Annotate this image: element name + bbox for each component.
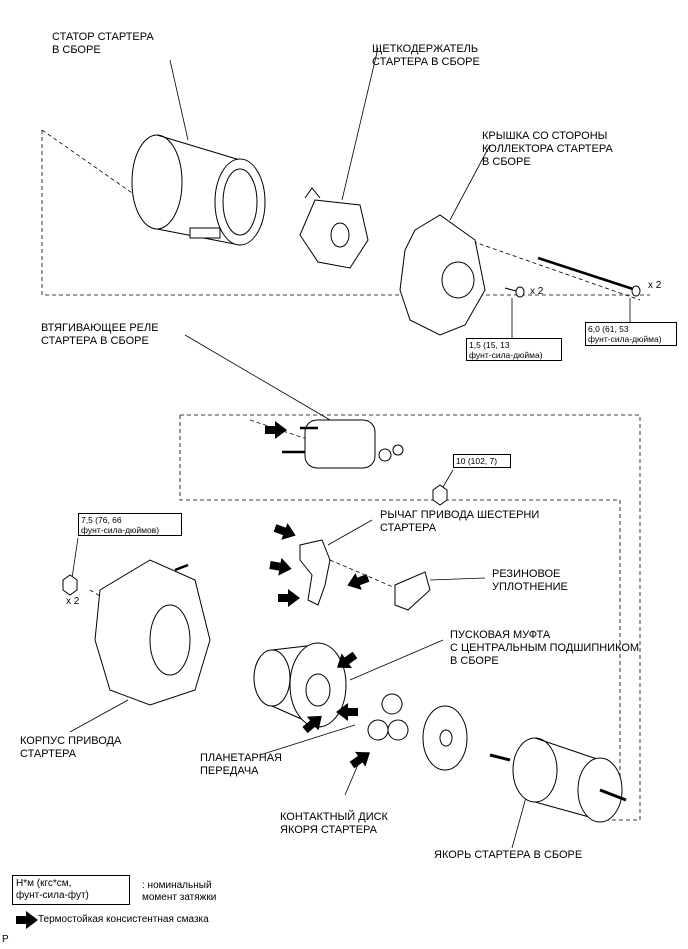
- rubber-seal-drawing: [394, 571, 431, 611]
- torque-spec-housing-nut: 7,5 (76, 66 фунт-сила-дюймов): [78, 513, 182, 536]
- solenoid-drawing: [282, 419, 404, 469]
- quantity-through-bolt: x 2: [648, 280, 662, 291]
- armature-label: ЯКОРЬ СТАРТЕРА В СБОРЕ: [434, 849, 583, 861]
- commutator-cover-label: КРЫШКА СО СТОРОНЫ КОЛЛЕКТОРА СТАРТЕРА В …: [482, 130, 613, 168]
- legend-unit-description: : номинальный момент затяжки: [142, 880, 217, 903]
- legend-unit-box: Н*м (кгс*см, фунт-сила-фут): [12, 875, 130, 905]
- planetary-gear-label: ПЛАНЕТАРНАЯ ПЕРЕДАЧА: [200, 752, 282, 777]
- housing-nut-drawing: [62, 574, 78, 596]
- rubber-seal-label: РЕЗИНОВОЕ УПЛОТНЕНИЕ: [492, 568, 568, 593]
- drive-housing-drawing: [94, 559, 211, 706]
- terminal-nut-drawing: [432, 484, 448, 506]
- contact-plate-drawing: [422, 705, 468, 771]
- legend-grease: Термостойкая консистентная смазка: [38, 914, 209, 925]
- brush-holder-drawing: [299, 187, 369, 269]
- figure-code: P: [2, 934, 9, 945]
- armature-drawing: [489, 737, 627, 823]
- stator-label: СТАТОР СТАРТЕРА В СБОРЕ: [52, 31, 154, 56]
- clutch-drawing: [253, 642, 347, 728]
- torque-spec-through-bolt: 6,0 (61, 53 фунт-сила-дюйма): [585, 322, 677, 346]
- torque-spec-terminal-nut: 10 (102, 7): [453, 454, 511, 468]
- solenoid-label: ВТЯГИВАЮЩЕЕ РЕЛЕ СТАРТЕРА В СБОРЕ: [41, 322, 159, 347]
- brush-holder-label: ЩЕТКОДЕРЖАТЕЛЬ СТАРТЕРА В СБОРЕ: [372, 43, 480, 68]
- torque-spec-screw: 1,5 (15, 13 фунт-сила-дюйма): [466, 338, 562, 361]
- leader-lines: [69, 47, 631, 849]
- drive-lever-drawing: [299, 539, 331, 606]
- clutch-label: ПУСКОВАЯ МУФТА С ЦЕНТРАЛЬНЫМ ПОДШИПНИКОМ…: [450, 629, 640, 667]
- quantity-housing-nut: x 2: [66, 596, 80, 607]
- drive-lever-label: РЫЧАГ ПРИВОДА ШЕСТЕРНИ СТАРТЕРА: [380, 509, 540, 534]
- stator-drawing: [131, 134, 266, 246]
- drive-housing-label: КОРПУС ПРИВОДА СТАРТЕРА: [20, 735, 122, 760]
- commutator-cover-drawing: [399, 214, 486, 336]
- quantity-screw: x 2: [530, 286, 544, 297]
- planetary-gear-drawing: [367, 693, 409, 741]
- screw-and-bolt-drawing: [504, 256, 641, 298]
- contact-plate-label: КОНТАКТНЫЙ ДИСК ЯКОРЯ СТАРТЕРА: [280, 811, 388, 836]
